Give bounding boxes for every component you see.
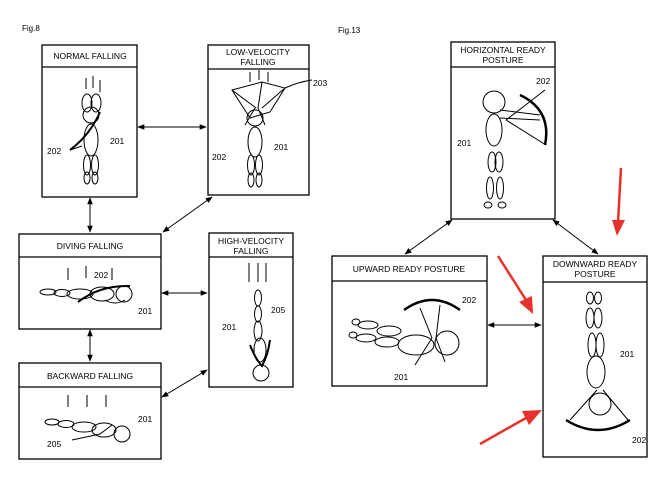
downward-ready-title-line2: POSTURE xyxy=(574,269,615,279)
backward-ref-205: 205 xyxy=(47,439,61,449)
normal-falling-figure xyxy=(69,76,102,185)
high-ref-201: 201 xyxy=(222,322,236,332)
downward-ready-posture-box: DOWNWARD READY POSTURE 201 202 xyxy=(542,255,648,458)
horizontal-ref-201: 201 xyxy=(457,138,471,148)
low-ref-202: 202 xyxy=(212,152,226,162)
backward-falling-box: BACKWARD FALLING 201 205 xyxy=(18,362,162,460)
arrow-horizontal-downward xyxy=(552,219,599,255)
red-annotation-arrows xyxy=(479,167,625,446)
high-ref-205: 205 xyxy=(271,305,285,315)
downward-ref-202: 202 xyxy=(632,435,646,445)
horizontal-ref-202: 202 xyxy=(536,76,550,86)
high-velocity-falling-box: HIGH-VELOCITY FALLING 201 205 xyxy=(208,232,294,388)
low-velocity-title-line1: LOW-VELOCITY xyxy=(226,47,290,57)
diving-falling-figure xyxy=(39,266,133,304)
normal-ref-201: 201 xyxy=(110,136,124,146)
backward-falling-figure xyxy=(44,395,131,443)
backward-falling-title: BACKWARD FALLING xyxy=(47,371,133,381)
downward-ref-201: 201 xyxy=(620,349,634,359)
diving-ref-202: 202 xyxy=(94,270,108,280)
horizontal-ready-posture-box: HORIZONTAL READY POSTURE 202 201 xyxy=(450,41,556,220)
arrow-diving-low xyxy=(162,196,213,233)
fig8-transition-arrows xyxy=(87,124,213,398)
diving-ref-201: 201 xyxy=(138,306,152,316)
low-ref-201: 201 xyxy=(274,142,288,152)
horizontal-ready-title-line2: POSTURE xyxy=(482,55,523,65)
upward-ref-202: 202 xyxy=(462,295,476,305)
arrow-horizontal-upward xyxy=(404,219,453,255)
red-arrow-top xyxy=(612,167,625,236)
low-ref-203: 203 xyxy=(313,78,327,88)
fig13-label: Fig.13 xyxy=(338,26,361,35)
upward-ready-posture-box: UPWARD READY POSTURE 202 201 xyxy=(331,255,488,387)
low-velocity-figure xyxy=(231,70,313,188)
upward-ready-figure xyxy=(348,298,461,366)
backward-ref-201: 201 xyxy=(138,414,152,424)
high-velocity-title-line2: FALLING xyxy=(234,246,269,256)
normal-falling-title: NORMAL FALLING xyxy=(53,51,126,61)
low-velocity-title-line2: FALLING xyxy=(241,57,276,67)
high-velocity-title-line1: HIGH-VELOCITY xyxy=(218,236,284,246)
fig13-transition-arrows xyxy=(404,219,599,328)
red-arrow-bottom xyxy=(479,410,542,446)
normal-falling-box: NORMAL FALLING 202 201 xyxy=(41,44,138,198)
horizontal-ready-figure xyxy=(482,89,548,209)
upward-ready-title: UPWARD READY POSTURE xyxy=(353,264,466,274)
upward-ref-201: 201 xyxy=(394,372,408,382)
horizontal-ready-title-line1: HORIZONTAL READY xyxy=(460,45,546,55)
downward-ready-title-line1: DOWNWARD READY xyxy=(553,259,638,269)
arrow-backward-high xyxy=(161,369,208,398)
red-arrow-middle xyxy=(496,255,533,314)
fig8-label: Fig.8 xyxy=(22,24,40,33)
downward-ready-figure xyxy=(565,291,631,432)
diving-falling-box: DIVING FALLING 202 201 xyxy=(18,233,162,330)
high-velocity-figure xyxy=(248,263,271,382)
diving-falling-title: DIVING FALLING xyxy=(57,241,124,251)
low-velocity-falling-box: LOW-VELOCITY FALLING 203 202 201 xyxy=(207,44,327,196)
normal-ref-202: 202 xyxy=(47,146,61,156)
